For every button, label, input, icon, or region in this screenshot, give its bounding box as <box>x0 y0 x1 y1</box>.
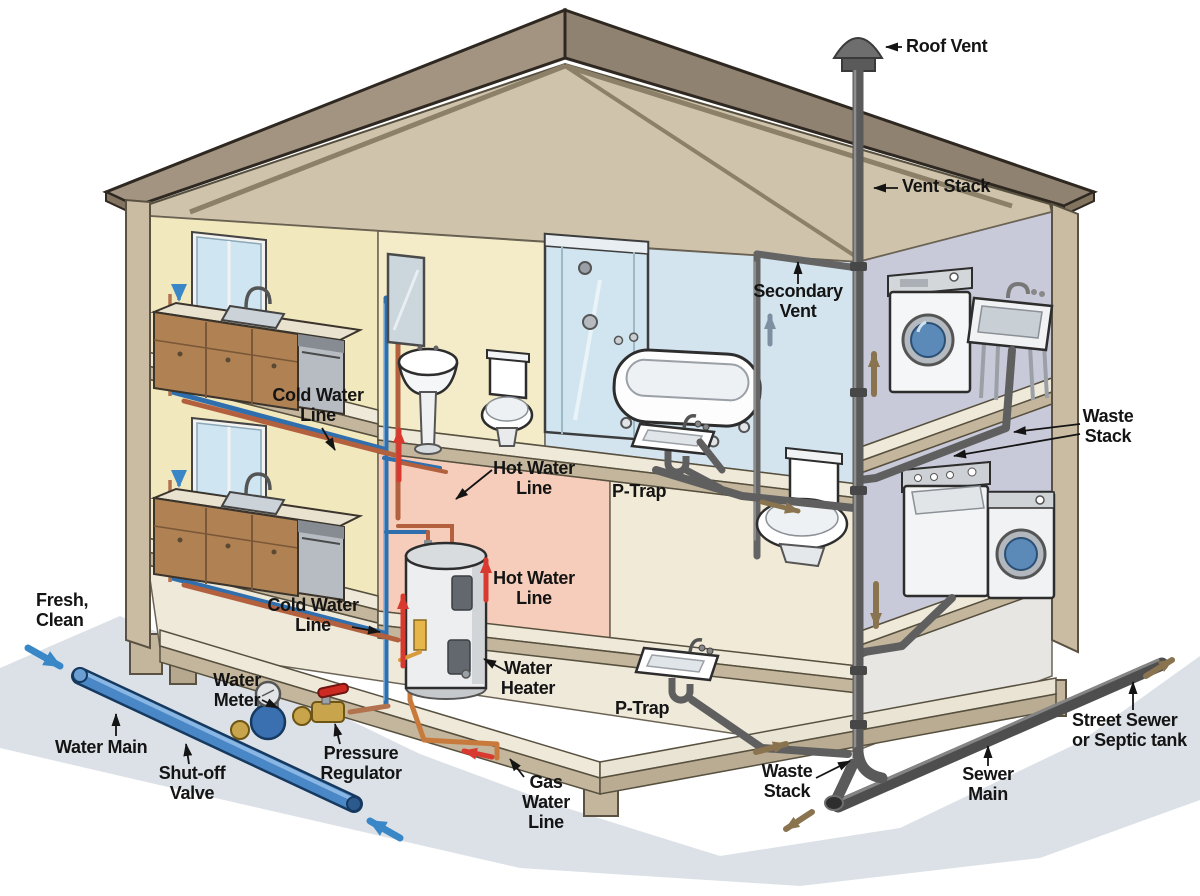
shut-off-valve-fitting <box>230 720 250 740</box>
hot-flow-arrow <box>461 747 495 760</box>
flow-arrows <box>24 313 1175 842</box>
tub-faucet <box>613 335 624 346</box>
kitchen-upper <box>150 230 364 416</box>
kitchen-sink <box>220 304 286 330</box>
water-main-pipe <box>71 667 363 813</box>
heater-panel-lower <box>447 639 471 675</box>
basement-sink <box>634 638 720 704</box>
p-trap-lower-pipe <box>668 678 694 704</box>
vent-stack-pipe <box>824 37 888 811</box>
ceiling <box>146 62 1054 264</box>
waste-branch-pipes <box>652 346 1016 758</box>
water-heater-tank <box>398 540 488 700</box>
stack-open-end <box>824 795 844 811</box>
shower-head-icon <box>578 261 592 275</box>
laundry-tub <box>966 281 1054 401</box>
sewer-main-pipe <box>831 657 1169 813</box>
dryer-front-load-lower <box>986 490 1056 600</box>
water-meter-body <box>249 703 287 741</box>
waste-flow-arrow <box>783 809 815 832</box>
heater-panel-upper <box>451 575 473 611</box>
exterior-frame <box>125 198 1079 654</box>
wall-sink-upper <box>630 414 716 476</box>
cold-flow-arrow <box>24 644 64 670</box>
waste-flow-arrow <box>753 741 789 755</box>
washer-front-load-upper <box>887 266 973 394</box>
washer-top-load-lower <box>901 460 991 598</box>
heater-gas-element <box>413 619 427 651</box>
laundry-tub-faucet <box>1006 281 1030 299</box>
shower-valve <box>582 314 598 330</box>
leader-lines <box>111 42 1138 779</box>
roof <box>102 7 1098 217</box>
pedestal-sink <box>397 345 459 455</box>
laundry-upper <box>887 266 1054 401</box>
cold-flow-arrow <box>366 817 404 842</box>
waste-flow-arrow <box>759 499 801 514</box>
laundry-lower <box>901 460 1056 600</box>
bathroom <box>386 232 862 568</box>
waste-flow-arrow <box>1143 657 1175 679</box>
pressure-regulator-body <box>311 701 345 723</box>
roof-vent-cap <box>832 37 884 59</box>
heater-drain-valve <box>461 669 471 679</box>
toilet-upper <box>480 348 534 447</box>
kitchen-faucet <box>244 286 272 309</box>
valve-handle <box>317 682 349 699</box>
stack-sewer-elbow <box>852 746 888 784</box>
